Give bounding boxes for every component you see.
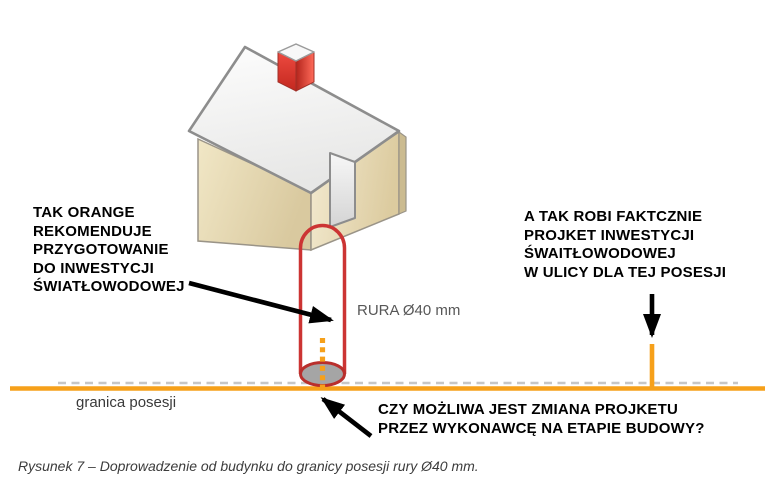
house-door	[329, 152, 356, 228]
figure-caption: Rysunek 7 – Doprowadzenie od budynku do …	[18, 458, 479, 474]
arrow-question-to-pipe-base	[320, 397, 373, 438]
pipe	[298, 223, 347, 390]
house-illustration	[187, 43, 407, 252]
arrow-recommendation-to-pipe	[188, 280, 334, 324]
chimney-top-face	[277, 43, 315, 62]
property-boundary-label: granica posesji	[76, 394, 177, 411]
pipe-outline	[298, 223, 347, 374]
house-roof	[187, 45, 401, 195]
annotation-orange-recommendation: TAK ORANGE REKOMENDUJE PRZYGOTOWANIE DO …	[33, 204, 185, 296]
annotation-change-question: CZY MOŻLIWA JEST ZMIANA PROJKETU PRZEZ W…	[378, 401, 705, 437]
house-wall-side-edge	[398, 130, 407, 215]
annotation-actual-project: A TAK ROBI FAKTCZNIE PROJKET INWESTYCJI …	[524, 208, 727, 281]
pipe-diameter-label: RURA Ø40 mm	[357, 302, 461, 319]
